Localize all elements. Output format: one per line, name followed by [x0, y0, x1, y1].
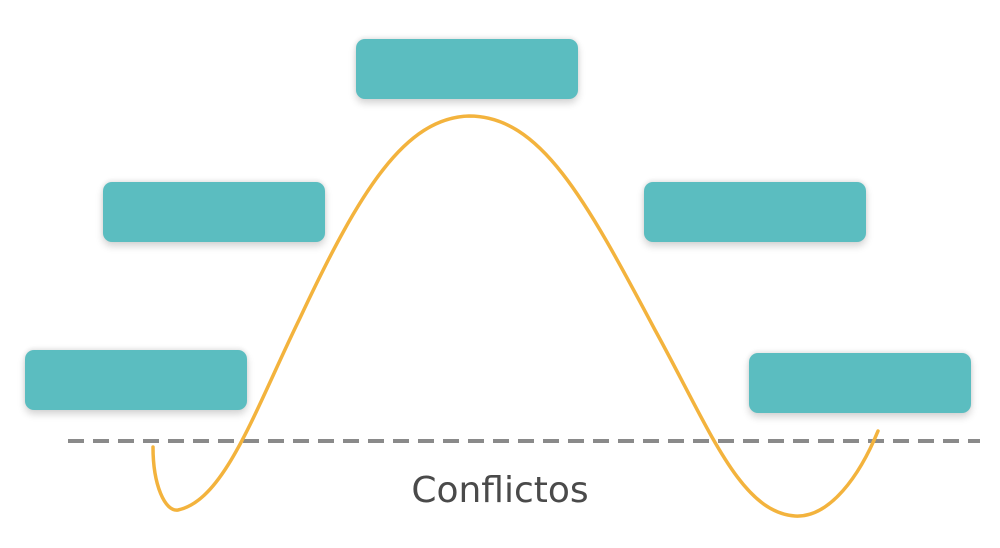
peak-label-box — [356, 39, 578, 99]
story-arc-curve — [151, 114, 880, 518]
upper-right-label-box — [644, 182, 866, 242]
caption-label: Conflictos — [411, 470, 589, 511]
upper-left-label-box — [103, 182, 325, 242]
lower-right-label-box — [749, 353, 971, 413]
lower-left-label-box — [25, 350, 247, 410]
